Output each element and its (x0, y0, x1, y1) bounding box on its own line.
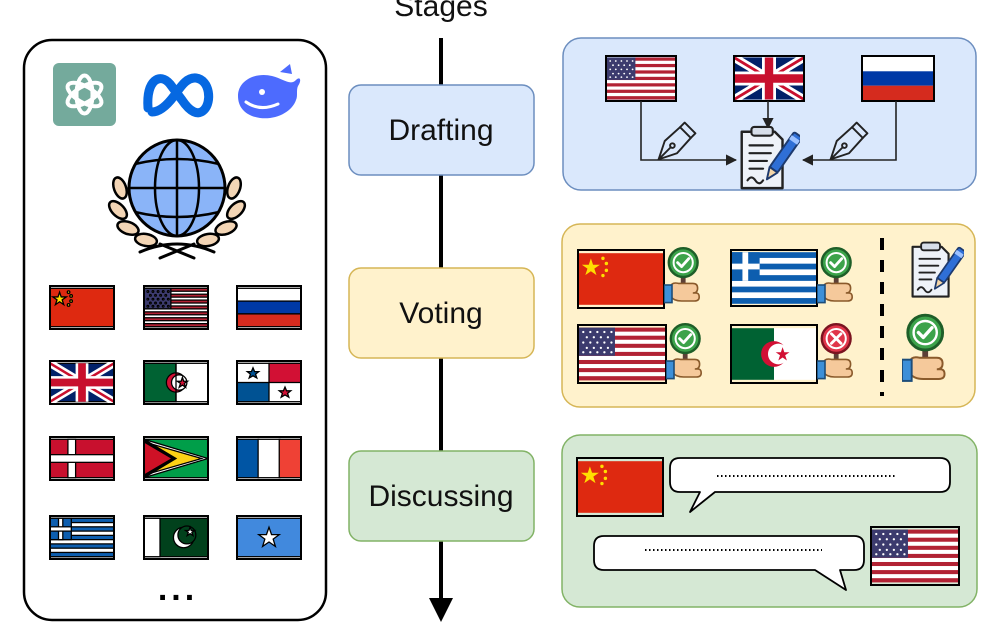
flag-china (578, 253, 664, 305)
flag-usa (578, 327, 666, 381)
flag-panama (237, 362, 301, 403)
stage-voting: Voting (348, 267, 535, 359)
discussing-panel (561, 434, 978, 608)
flag-denmark (50, 438, 114, 479)
stage-label-discussing: Discussing (368, 480, 513, 513)
stage-drafting: Drafting (348, 84, 535, 176)
speech-bubble-right (593, 535, 865, 591)
flag-guyana (144, 438, 208, 479)
flag-algeria (731, 328, 817, 380)
flag-somalia (237, 517, 301, 558)
stage-label-drafting: Drafting (388, 114, 493, 147)
flag-algeria (144, 362, 208, 403)
flag-pakistan (144, 517, 208, 558)
flag-china (50, 287, 114, 328)
flag-uk (50, 363, 114, 401)
drafting-panel (562, 37, 977, 191)
meta-logo-icon (143, 73, 214, 118)
stage-label-voting: Voting (399, 297, 482, 330)
participant-flags (49, 285, 302, 560)
flag-greece (50, 517, 114, 558)
flag-russia (237, 287, 301, 328)
flag-usa (606, 57, 676, 100)
flag-usa (871, 529, 959, 583)
flag-france (237, 438, 301, 479)
openai-logo-icon (53, 63, 116, 126)
un-globe-emblem-icon (107, 138, 247, 260)
flag-greece (731, 252, 817, 304)
deepseek-whale-icon (238, 64, 301, 119)
flag-uk (734, 58, 804, 100)
participants-panel: ... (22, 38, 328, 622)
flag-china (577, 461, 663, 513)
more-participants-ellipsis: ... (158, 570, 198, 608)
flag-russia (862, 56, 934, 101)
axis-title: Stages (394, 0, 487, 23)
speech-bubble-left (669, 457, 951, 513)
voting-panel (561, 223, 976, 408)
stage-discussing: Discussing (348, 450, 535, 542)
flag-usa (144, 287, 208, 328)
